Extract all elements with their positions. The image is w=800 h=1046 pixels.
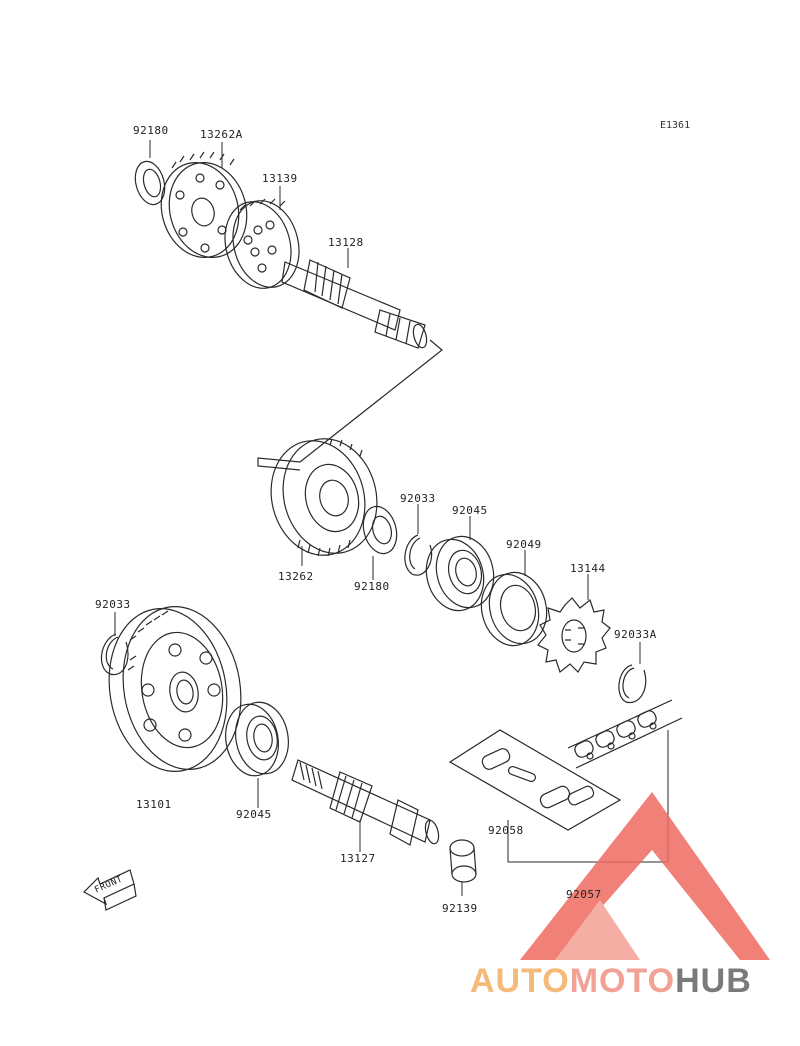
gear-13262	[270, 438, 378, 557]
seal-92049	[480, 571, 548, 647]
part-label-92049: 92049	[506, 538, 542, 551]
watermark-text-hub: HUB	[675, 962, 752, 1000]
front-arrow	[83, 869, 137, 911]
part-label-92045-low: 92045	[236, 808, 272, 821]
leader-lines	[114, 140, 669, 896]
part-label-92180: 92180	[133, 124, 169, 137]
part-label-13144: 13144	[570, 562, 606, 575]
collar-92139	[449, 839, 477, 883]
circlip-92033-mid	[404, 534, 433, 576]
part-label-92033-left: 92033	[95, 598, 131, 611]
watermark-text-auto: AUTO	[470, 962, 570, 1000]
washer-92180-top	[134, 160, 166, 206]
part-label-13139: 13139	[262, 172, 298, 185]
connector-line	[257, 339, 443, 471]
circlip-92033A	[618, 664, 647, 704]
chain-joint-92058	[448, 729, 622, 831]
part-label-92058: 92058	[488, 824, 524, 837]
part-label-92180-mid: 92180	[354, 580, 390, 593]
part-label-92139: 92139	[442, 902, 478, 915]
washer-92180-mid	[362, 505, 398, 555]
part-label-92033: 92033	[400, 492, 436, 505]
part-label-13262A: 13262A	[200, 128, 243, 141]
part-label-13101: 13101	[136, 798, 172, 811]
part-label-13128: 13128	[328, 236, 364, 249]
shaft-13128	[281, 259, 428, 349]
part-label-13262: 13262	[278, 570, 314, 583]
part-label-92057: 92057	[566, 888, 602, 901]
gear-13262A	[160, 151, 248, 258]
gear-13101	[108, 606, 242, 772]
chain-92057	[567, 699, 683, 769]
bearing-92045-low	[225, 701, 289, 777]
gear-13139	[224, 198, 300, 289]
part-label-92045: 92045	[452, 504, 488, 517]
circlip-92033-left	[100, 633, 129, 676]
watermark-logo	[520, 792, 770, 960]
diagram-code: E1361	[660, 120, 691, 131]
watermark-text-moto: MOTO	[569, 962, 676, 1000]
part-label-13127: 13127	[340, 852, 376, 865]
bearing-92045-mid	[425, 535, 495, 612]
sprocket-13144	[537, 597, 611, 674]
part-label-92033A: 92033A	[614, 628, 657, 641]
watermark-text: AUTOMOTOHUB	[470, 962, 752, 1001]
shaft-13127	[291, 759, 440, 846]
